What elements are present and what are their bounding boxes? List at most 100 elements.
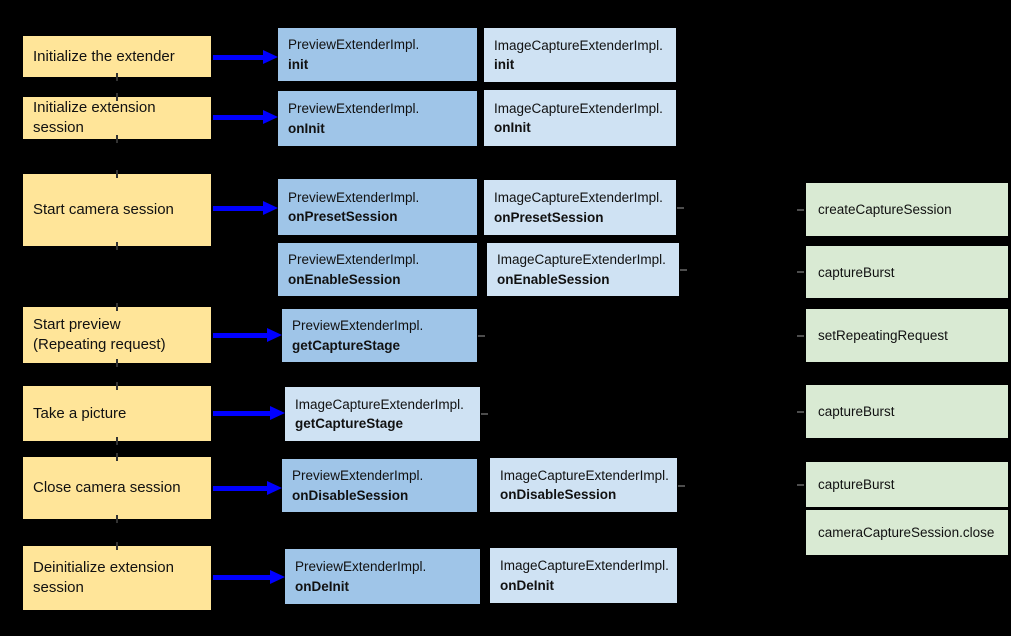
preview-extender-box: PreviewExtenderImpl. onDeInit bbox=[285, 549, 480, 604]
preview-extender-box: PreviewExtenderImpl. onEnableSession bbox=[278, 243, 477, 296]
connector-dash bbox=[678, 485, 685, 487]
flow-arrow-head-icon bbox=[270, 570, 285, 584]
connector-dash bbox=[797, 209, 804, 211]
camera2-call-label: captureBurst bbox=[818, 477, 895, 492]
connector-stub bbox=[116, 73, 118, 81]
impl-class-name: PreviewExtenderImpl. bbox=[292, 318, 424, 334]
connector-dash bbox=[481, 413, 488, 415]
connector-dash bbox=[797, 271, 804, 273]
step-label: Deinitialize extension bbox=[33, 559, 174, 577]
connector-stub bbox=[116, 453, 118, 461]
step-label: session bbox=[33, 119, 84, 136]
step-label: Close camera session bbox=[33, 479, 181, 497]
camera2-call-box: setRepeatingRequest bbox=[806, 309, 1008, 362]
connector-stub bbox=[116, 242, 118, 250]
impl-class-name: ImageCaptureExtenderImpl. bbox=[295, 396, 464, 412]
step-label: Initialize the extender bbox=[33, 47, 175, 65]
image-capture-extender-box: ImageCaptureExtenderImpl. init bbox=[484, 28, 676, 82]
connector-stub bbox=[116, 170, 118, 178]
preview-extender-box: PreviewExtenderImpl. onDisableSession bbox=[282, 459, 477, 512]
impl-method-name: onPresetSession bbox=[494, 209, 604, 225]
impl-class-name: PreviewExtenderImpl. bbox=[295, 559, 427, 575]
impl-method-name: onDisableSession bbox=[500, 487, 617, 502]
impl-class-name: ImageCaptureExtenderImpl. bbox=[500, 467, 669, 483]
flow-arrow-head-icon bbox=[263, 110, 278, 124]
connector-dash bbox=[797, 484, 804, 486]
impl-class-name: ImageCaptureExtenderImpl. bbox=[494, 100, 663, 116]
step-box: Close camera session bbox=[23, 457, 211, 519]
step-box: Start camera session bbox=[23, 174, 211, 246]
step-label: session bbox=[33, 579, 84, 596]
connector-stub bbox=[116, 303, 118, 311]
step-box: Take a picture bbox=[23, 386, 211, 441]
flow-arrow bbox=[213, 333, 267, 338]
camera2-call-label: cameraCaptureSession.close bbox=[818, 525, 995, 540]
flow-arrow-head-icon bbox=[267, 481, 282, 495]
connector-stub bbox=[116, 93, 118, 101]
image-capture-extender-box: ImageCaptureExtenderImpl. onInit bbox=[484, 90, 676, 146]
camera2-call-box: captureBurst bbox=[806, 385, 1008, 438]
image-capture-extender-box: ImageCaptureExtenderImpl. onDeInit bbox=[490, 548, 677, 603]
impl-method-name: init bbox=[288, 56, 309, 72]
impl-class-name: PreviewExtenderImpl. bbox=[288, 189, 420, 205]
flow-arrow bbox=[213, 55, 263, 60]
flow-arrow bbox=[213, 115, 263, 120]
connector-stub bbox=[116, 437, 118, 445]
impl-method-name: init bbox=[494, 57, 515, 72]
preview-extender-box: PreviewExtenderImpl. init bbox=[278, 28, 477, 81]
camera2-call-label: createCaptureSession bbox=[818, 202, 952, 217]
connector-dash bbox=[797, 411, 804, 413]
flow-arrow bbox=[213, 575, 270, 580]
impl-method-name: onEnableSession bbox=[288, 271, 401, 287]
flow-arrow bbox=[213, 486, 267, 491]
step-label: Take a picture bbox=[33, 404, 127, 422]
impl-class-name: ImageCaptureExtenderImpl. bbox=[500, 558, 669, 574]
impl-class-name: PreviewExtenderImpl. bbox=[288, 37, 420, 53]
connector-stub bbox=[116, 515, 118, 523]
impl-class-name: ImageCaptureExtenderImpl. bbox=[494, 190, 663, 206]
step-box: Start preview(Repeating request) bbox=[23, 307, 211, 363]
impl-method-name: onPresetSession bbox=[288, 209, 398, 224]
impl-class-name: PreviewExtenderImpl. bbox=[288, 252, 420, 268]
impl-method-name: onInit bbox=[494, 120, 531, 135]
impl-method-name: onDeInit bbox=[500, 577, 554, 593]
step-box: Deinitialize extension session bbox=[23, 546, 211, 610]
impl-method-name: getCaptureStage bbox=[295, 416, 404, 431]
flow-arrow-head-icon bbox=[263, 201, 278, 215]
impl-method-name: onInit bbox=[288, 120, 325, 136]
camera2-call-box: captureBurst bbox=[806, 246, 1008, 298]
impl-method-name: onDisableSession bbox=[292, 487, 409, 503]
impl-method-name: getCaptureStage bbox=[292, 337, 401, 353]
image-capture-extender-box: ImageCaptureExtenderImpl. getCaptureStage bbox=[285, 387, 480, 441]
impl-method-name: onEnableSession bbox=[497, 271, 610, 287]
connector-stub bbox=[116, 542, 118, 550]
camera2-call-box: createCaptureSession bbox=[806, 183, 1008, 236]
camera2-call-label: setRepeatingRequest bbox=[818, 328, 948, 343]
camera2-call-box: cameraCaptureSession.close bbox=[806, 510, 1008, 555]
flow-arrow-head-icon bbox=[270, 406, 285, 420]
impl-class-name: ImageCaptureExtenderImpl. bbox=[497, 252, 666, 268]
flow-arrow-head-icon bbox=[267, 328, 282, 342]
connector-dash bbox=[478, 335, 485, 337]
camera2-call-label: captureBurst bbox=[818, 404, 895, 419]
flow-arrow-head-icon bbox=[263, 50, 278, 64]
image-capture-extender-box: ImageCaptureExtenderImpl. onPresetSession bbox=[484, 180, 676, 235]
connector-stub bbox=[116, 135, 118, 143]
impl-class-name: ImageCaptureExtenderImpl. bbox=[494, 37, 663, 53]
flow-arrow bbox=[213, 411, 270, 416]
flow-arrow bbox=[213, 206, 263, 211]
step-label: (Repeating request) bbox=[33, 336, 166, 353]
impl-method-name: onDeInit bbox=[295, 578, 349, 594]
connector-stub bbox=[116, 382, 118, 390]
impl-class-name: PreviewExtenderImpl. bbox=[288, 101, 420, 117]
image-capture-extender-box: ImageCaptureExtenderImpl. onEnableSession bbox=[487, 243, 679, 296]
preview-extender-box: PreviewExtenderImpl. getCaptureStage bbox=[282, 309, 477, 362]
connector-dash bbox=[797, 335, 804, 337]
image-capture-extender-box: ImageCaptureExtenderImpl. onDisableSessio… bbox=[490, 458, 677, 512]
preview-extender-box: PreviewExtenderImpl. onPresetSession bbox=[278, 179, 477, 235]
impl-class-name: PreviewExtenderImpl. bbox=[292, 468, 424, 484]
step-box: Initialize the extender bbox=[23, 36, 211, 77]
connector-dash bbox=[677, 207, 684, 209]
